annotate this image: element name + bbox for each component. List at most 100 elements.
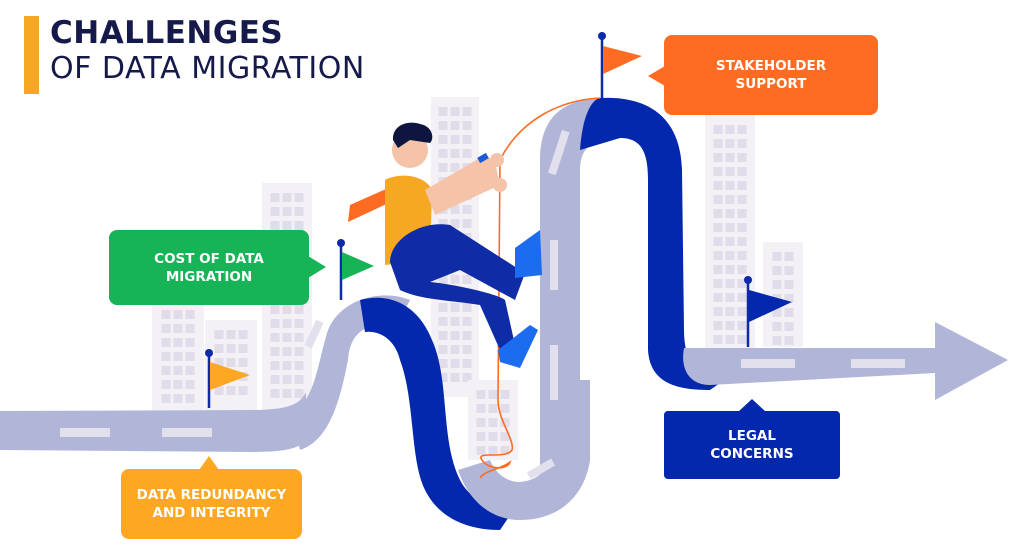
red-flag [598,32,642,98]
building-window [438,317,448,326]
building-window [282,375,292,384]
climber-hand [493,178,507,192]
building-window [450,205,460,214]
building-window [450,135,460,144]
building-window [713,223,723,232]
building-window [462,345,472,354]
building-window [282,207,292,216]
road-dash [304,319,324,349]
building-window [713,251,723,260]
building-window [226,386,236,395]
building-window [725,335,735,344]
climber-pants [390,224,528,350]
building-window [450,317,460,326]
building-window [438,121,448,130]
building-window [737,181,747,190]
callout-cost-of-data-migration: COST OF DATA MIGRATION [109,230,326,305]
road-dash [550,345,558,400]
building-window [450,149,460,158]
building-window [294,207,304,216]
building-window [725,125,735,134]
flag-pole-top [744,276,752,284]
flag-cloth [749,290,792,322]
flag-pole-top [337,239,345,247]
callout-stakeholder-support: STAKEHOLDER SUPPORT [648,35,878,115]
building-window [476,432,486,441]
building-window [476,390,486,399]
building-window [737,195,747,204]
building-window [784,336,794,345]
building-window [214,358,224,367]
title-line-1: CHALLENGES [50,15,284,51]
building-window [270,333,280,342]
climber [348,122,542,368]
building-window [438,275,448,284]
building-window [270,305,280,314]
road-dash [526,458,556,480]
building-window [450,121,460,130]
orange-flag [205,349,250,408]
flag-pole-top [205,349,213,357]
building-window [737,237,747,246]
building-window [725,139,735,148]
building-window [737,223,747,232]
building-window [784,322,794,331]
building-window [462,317,472,326]
flag-cloth [210,362,250,390]
building-window [737,265,747,274]
building-window [185,366,195,375]
building-window [772,280,782,289]
building-window [500,432,510,441]
building-window [282,347,292,356]
building-window [161,380,171,389]
building-window [462,303,472,312]
building-window [270,375,280,384]
blue-flag [744,276,792,347]
building-window [713,167,723,176]
building-window [737,251,747,260]
building-window [450,373,460,382]
building-window [161,338,171,347]
building-window [438,149,448,158]
building-window [161,310,171,319]
building-window [161,324,171,333]
page-title: CHALLENGES OF DATA MIGRATION [50,18,365,84]
building-window [173,338,183,347]
building-window [784,308,794,317]
building-window [713,181,723,190]
road-hump-1 [290,295,410,450]
building-window [238,386,248,395]
road-descent-dark [580,97,720,390]
building-window [713,335,723,344]
building-window [737,293,747,302]
building-window [725,167,735,176]
building-window [713,321,723,330]
building-window [737,209,747,218]
building-window [713,139,723,148]
building-window [294,347,304,356]
buildings [152,97,803,460]
callout-data-redundancy: DATA REDUNDANCY AND INTEGRITY [121,456,302,539]
building-window [438,373,448,382]
building-window [462,107,472,116]
callout-text: CONCERNS [710,446,794,462]
building-window [713,195,723,204]
building-window [294,221,304,230]
building-window [450,219,460,228]
building-window [488,418,498,427]
road-dash [741,359,795,368]
callout-text: COST OF DATA [154,250,264,267]
green-flag [337,239,374,300]
building-window [772,322,782,331]
building-window [238,358,248,367]
building-window [450,359,460,368]
building-window [226,358,236,367]
building-window [438,135,448,144]
building-window [226,344,236,353]
building-window [784,252,794,261]
building-window [725,153,735,162]
building-window [476,418,486,427]
callout-text: SUPPORT [735,76,807,92]
